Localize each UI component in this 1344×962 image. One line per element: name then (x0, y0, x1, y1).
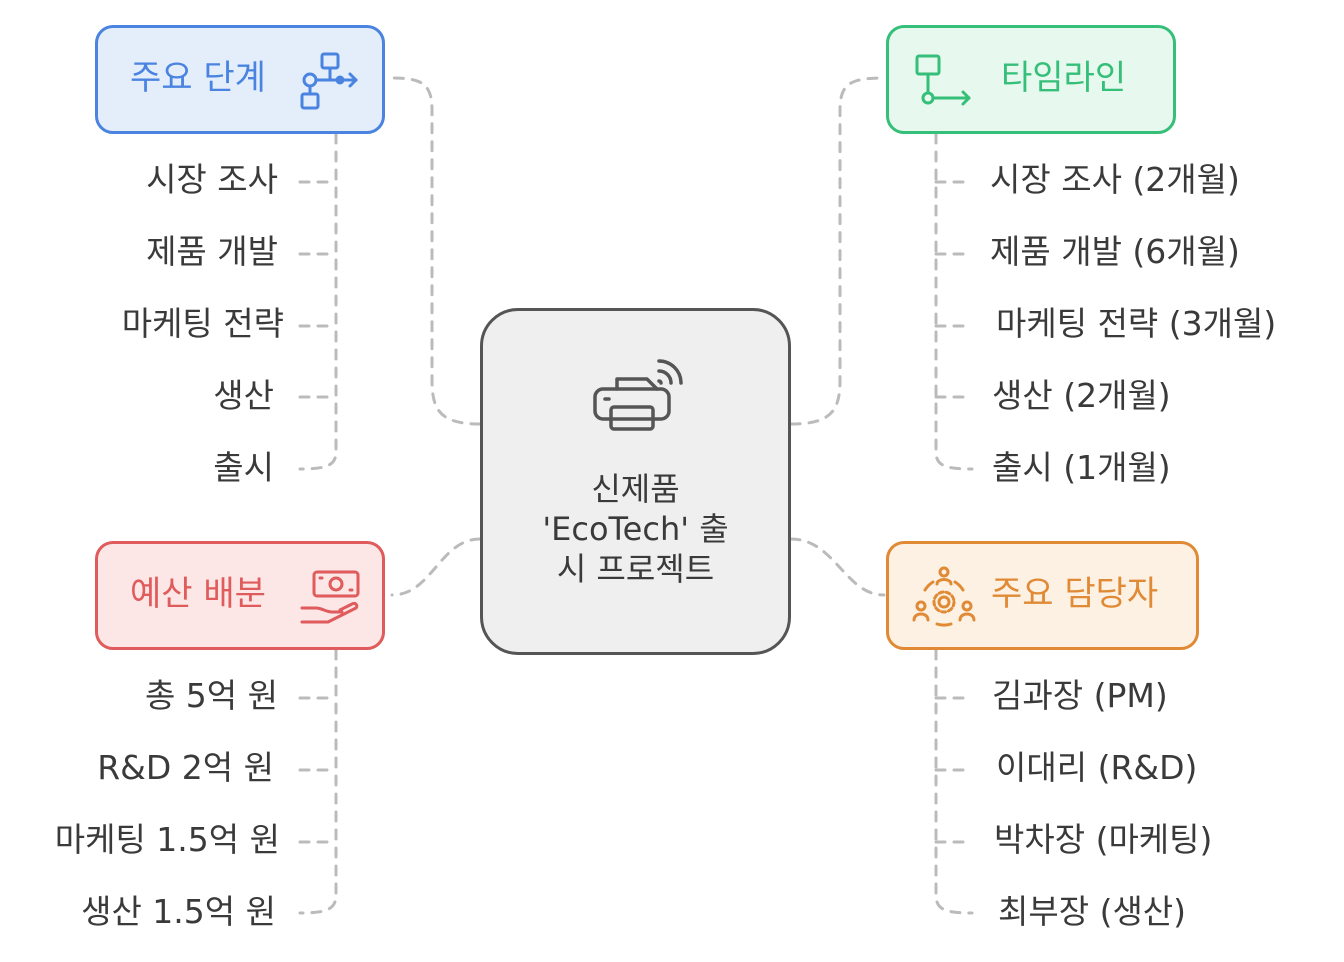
people-title: 주요 담당자 (991, 574, 1159, 614)
connector-stages-trunk (298, 132, 338, 471)
people-item: 이대리 (R&D) (996, 748, 1198, 787)
connector-center-stages (388, 76, 482, 426)
timeline-item: 출시 (1개월) (992, 448, 1171, 487)
timeline-box: 타임라인 (886, 25, 1176, 134)
people-item: 김과장 (PM) (992, 676, 1168, 715)
timeline-title: 타임라인 (1001, 58, 1127, 98)
stages-item: 제품 개발 (146, 232, 278, 271)
team-gear-icon (912, 566, 976, 627)
center-title-line: 'EcoTech' 출 (542, 510, 729, 548)
printer-wifi-icon (593, 359, 683, 431)
budget-item: 생산 1.5억 원 (81, 892, 276, 931)
center-title-line: 신제품 (591, 470, 680, 508)
stages-box: 주요 단계 (95, 25, 385, 134)
timeline-item: 생산 (2개월) (992, 376, 1171, 415)
timeline-item: 제품 개발 (6개월) (990, 232, 1240, 271)
center-title: 신제품 'EcoTech' 출 시 프로젝트 (483, 469, 788, 589)
stages-title: 주요 단계 (130, 58, 266, 98)
stages-item: 마케팅 전략 (121, 304, 284, 343)
money-hand-icon (300, 570, 360, 624)
people-box: 주요 담당자 (886, 541, 1199, 650)
budget-box: 예산 배분 (95, 541, 385, 650)
people-item: 최부장 (생산) (998, 892, 1187, 931)
center-node: 신제품 'EcoTech' 출 시 프로젝트 (480, 308, 791, 655)
connector-center-budget (390, 537, 482, 597)
timeline-arrow-icon (915, 54, 971, 106)
budget-item: 마케팅 1.5억 원 (54, 820, 280, 859)
connector-timeline-trunk (934, 132, 974, 471)
budget-item: R&D 2억 원 (97, 748, 274, 787)
timeline-item: 마케팅 전략 (3개월) (996, 304, 1277, 343)
connector-people-trunk (934, 648, 974, 915)
connector-budget-trunk (298, 648, 338, 915)
budget-title: 예산 배분 (130, 574, 266, 614)
center-title-line: 시 프로젝트 (556, 550, 715, 588)
connector-center-timeline (789, 76, 888, 426)
people-item: 박차장 (마케팅) (994, 820, 1213, 859)
timeline-item: 시장 조사 (2개월) (990, 160, 1240, 199)
stages-item: 생산 (213, 376, 274, 415)
budget-item: 총 5억 원 (144, 676, 278, 715)
stages-item: 출시 (213, 448, 274, 487)
connector-center-people (789, 537, 886, 597)
workflow-icon (300, 52, 358, 110)
stages-item: 시장 조사 (146, 160, 278, 199)
